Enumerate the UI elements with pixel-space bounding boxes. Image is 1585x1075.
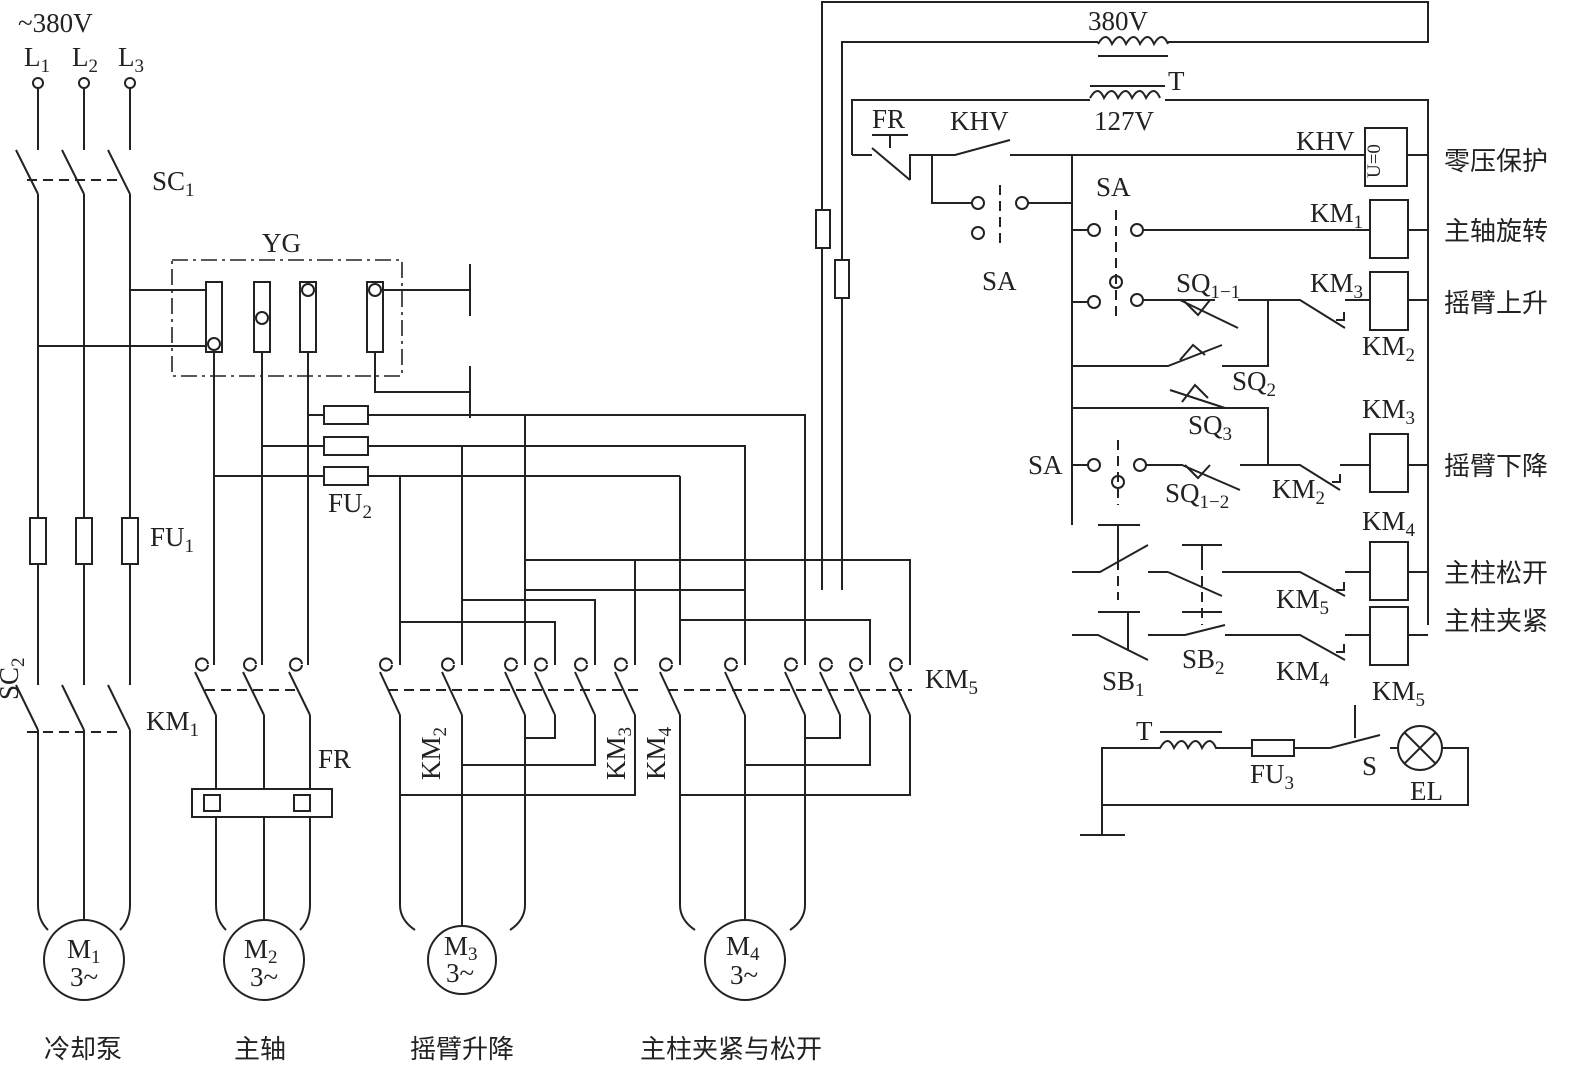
lamp-transformer-label: T [1136,716,1153,746]
fu2-fuses: FU2 [214,405,806,665]
control-supply: 380V T 127V [815,1,1429,625]
motor-m4-caption: 主柱夹紧与松开 [640,1035,822,1065]
lamp-label: EL [1410,776,1443,806]
lamp-circuit: T FU3 KM5 S EL [1080,676,1469,836]
km3-label-interlock: KM3 [1310,268,1363,303]
function-arm-lower: 摇臂下降 [1444,452,1548,482]
sq1-2-label: SQ1−2 [1165,478,1229,513]
km4-km5-contacts: KM4 KM5 [641,657,978,780]
km1-label-power-a: KM1 [146,706,199,741]
phase-label-l2: L2 [72,42,98,77]
motor-m2-name: M2 [244,934,278,968]
fu1-label: FU1 [150,522,194,557]
sa-switch-right: SA KM1 主轴旋转 [1072,172,1548,320]
sc2-switch: SC2 KM1 [0,657,199,741]
phase-label-l1: L1 [24,42,50,77]
sa-label-main: SA [982,266,1017,296]
motor-m1-caption: 冷却泵 [44,1035,122,1065]
motor-m4: M4 3~ 主柱夹紧与松开 [640,919,822,1065]
fr-label-control: FR [872,104,905,134]
fr-thermal-relay: FR [191,744,351,818]
khv-label-coil: KHV [1296,126,1355,156]
km5-label-interlock: KM5 [1276,584,1329,619]
motor-m1-phase: 3~ [70,962,98,992]
sb2-label: SB2 [1182,644,1225,679]
column-branches: KM5 KM4 SB1 SB2 KM4 主柱松开 主柱夹紧 [1072,506,1548,701]
yg-collector-ring: YG [171,228,471,418]
motor-m3-phase: 3~ [446,958,474,988]
lamp-switch-label: S [1362,751,1377,781]
km2-label-power: KM2 [416,727,451,780]
km2-label-interlock: KM2 [1272,474,1325,509]
sb1-label: SB1 [1102,666,1145,701]
motor-m3-name: M3 [444,931,478,965]
sq3-branch: SQ3 [1072,383,1269,465]
motor-m4-name: M4 [726,931,760,965]
motor-m1-name: M1 [67,934,101,968]
function-column-release: 主柱松开 [1444,559,1548,589]
motor-m3: M3 3~ 摇臂升降 [410,925,514,1065]
sc1-label: SC1 [152,166,195,201]
sq3-label: SQ3 [1188,410,1232,445]
fu1-fuses: FU1 [29,517,194,565]
km3-label-power: KM3 [601,727,636,780]
sa-switch-main: SA [931,155,1072,296]
arm-rise-branch: SQ1−1 KM3 KM2 摇臂上升 SQ2 [1072,268,1548,401]
km4-label-coil: KM4 [1362,506,1416,541]
km2-label-coil-top: KM2 [1362,331,1415,366]
transformer-secondary-label: 127V [1094,106,1155,136]
km5-label-power: KM5 [925,664,978,699]
motor-m1: M1 3~ 冷却泵 [43,919,125,1065]
supply-terminals: ~380V L1 L2 L3 [18,8,144,89]
transformer-primary-label: 380V [1088,6,1149,36]
km4-label-power: KM4 [641,726,676,780]
fu2-label: FU2 [328,488,372,523]
phase-label-l3: L3 [118,42,144,77]
fu3-label: FU3 [1250,759,1294,794]
km1-contacts [194,657,311,716]
sq1-1-label: SQ1−1 [1176,268,1240,303]
khv-label-contact: KHV [950,106,1009,136]
motor-m2-phase: 3~ [250,962,278,992]
km1-label-coil: KM1 [1310,198,1363,233]
km4-label-interlock: KM4 [1276,656,1330,691]
khv-coil-symbol: U=0 [1364,144,1385,178]
km3-label-coil: KM3 [1362,394,1415,429]
fr-label-power: FR [318,744,351,774]
motor-m2-caption: 主轴 [234,1035,286,1065]
sc1-switch: SC1 [15,149,195,201]
function-column-clamp: 主柱夹紧 [1444,607,1548,637]
transformer-t-label: T [1168,66,1185,96]
km5-label-lamp: KM5 [1372,676,1425,711]
arm-lower-branch: SA SQ1−2 KM2 KM3 摇臂下降 [1028,394,1548,513]
km2-km3-contacts: KM2 KM3 [379,657,640,780]
sc2-label: SC2 [0,657,29,700]
motor-m3-caption: 摇臂升降 [410,1035,514,1065]
supply-voltage-label: ~380V [18,8,93,38]
sa-label-lower: SA [1028,450,1063,480]
motor-m4-phase: 3~ [730,960,758,990]
sq2-label: SQ2 [1232,366,1276,401]
function-arm-rise: 摇臂上升 [1444,289,1548,319]
yg-label: YG [262,228,301,258]
function-zero-voltage: 零压保护 [1444,147,1548,177]
fr-khv-contacts: FR KHV KHV U=0 零压保护 [852,104,1548,187]
motor-m2: M2 3~ 主轴 [223,919,305,1065]
sa-label-right: SA [1096,172,1131,202]
function-spindle-rotate: 主轴旋转 [1444,217,1548,247]
